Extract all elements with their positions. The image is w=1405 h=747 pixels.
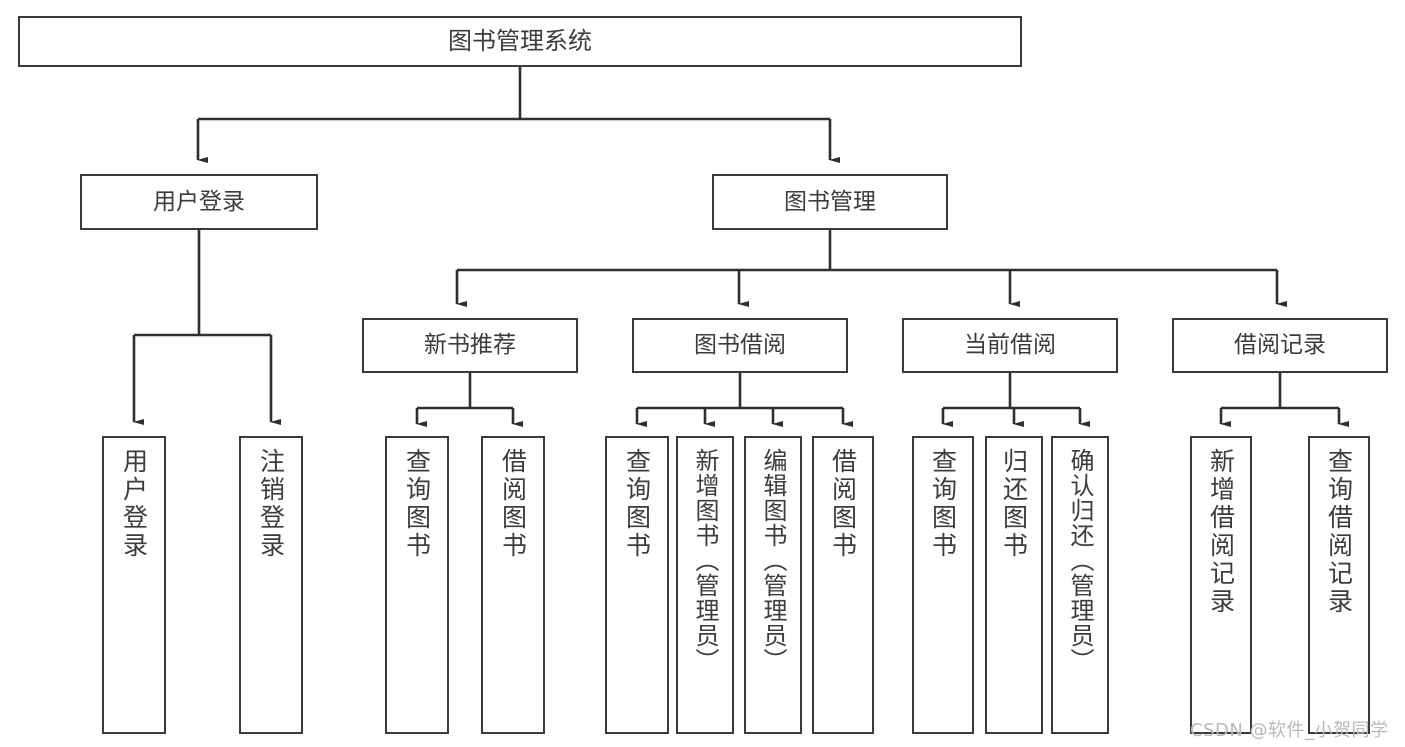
leaf-borrow-books[interactable]: 借阅图书 [812, 436, 874, 734]
node-borrow-records[interactable]: 借阅记录 [1172, 318, 1388, 373]
leaf-label: 借阅图书 [828, 448, 858, 560]
node-root[interactable]: 图书管理系统 [18, 16, 1022, 67]
leaf-user-login[interactable]: 用户登录 [102, 436, 166, 734]
leaf-add-book-admin[interactable]: 新增图书（管理员） [676, 436, 734, 734]
leaf-borrow-books-recommend[interactable]: 借阅图书 [481, 436, 545, 734]
leaf-edit-book-admin[interactable]: 编辑图书（管理员） [744, 436, 802, 734]
node-label: 当前借阅 [964, 332, 1056, 359]
leaf-query-books-borrow[interactable]: 查询图书 [605, 436, 669, 734]
node-book-borrow[interactable]: 图书借阅 [632, 318, 848, 373]
node-user-login[interactable]: 用户登录 [80, 174, 318, 230]
node-current-borrow[interactable]: 当前借阅 [902, 318, 1118, 373]
leaf-label: 查询图书 [928, 448, 958, 560]
leaf-label: 借阅图书 [498, 448, 528, 560]
node-label: 新书推荐 [424, 332, 516, 359]
leaf-confirm-return-admin[interactable]: 确认归还（管理员） [1051, 436, 1109, 734]
leaf-label: 新增借阅记录 [1206, 448, 1236, 616]
leaf-label: 查询借阅记录 [1324, 448, 1354, 616]
node-new-book-recommend[interactable]: 新书推荐 [362, 318, 578, 373]
leaf-label: 确认归还（管理员） [1066, 448, 1094, 673]
leaf-label: 查询图书 [402, 448, 432, 560]
leaf-user-logout[interactable]: 注销登录 [239, 436, 303, 734]
csdn-watermark: CSDN @软件_小贺同学 [1190, 720, 1389, 741]
leaf-return-books[interactable]: 归还图书 [985, 436, 1043, 734]
leaf-add-borrow-record[interactable]: 新增借阅记录 [1190, 436, 1252, 734]
leaf-label: 查询图书 [622, 448, 652, 560]
node-root-label: 图书管理系统 [448, 26, 592, 55]
node-label: 借阅记录 [1234, 332, 1326, 359]
leaf-label: 归还图书 [999, 448, 1029, 560]
leaf-query-books-current[interactable]: 查询图书 [912, 436, 974, 734]
node-book-management[interactable]: 图书管理 [712, 174, 948, 230]
leaf-label: 新增图书（管理员） [691, 448, 719, 673]
node-label: 用户登录 [153, 188, 245, 215]
leaf-label: 注销登录 [256, 448, 286, 560]
leaf-query-borrow-record[interactable]: 查询借阅记录 [1308, 436, 1370, 734]
node-label: 图书借阅 [694, 332, 786, 359]
leaf-label: 用户登录 [119, 448, 149, 560]
leaf-query-books-recommend[interactable]: 查询图书 [385, 436, 449, 734]
leaf-label: 编辑图书（管理员） [759, 448, 787, 673]
node-label: 图书管理 [784, 188, 876, 215]
